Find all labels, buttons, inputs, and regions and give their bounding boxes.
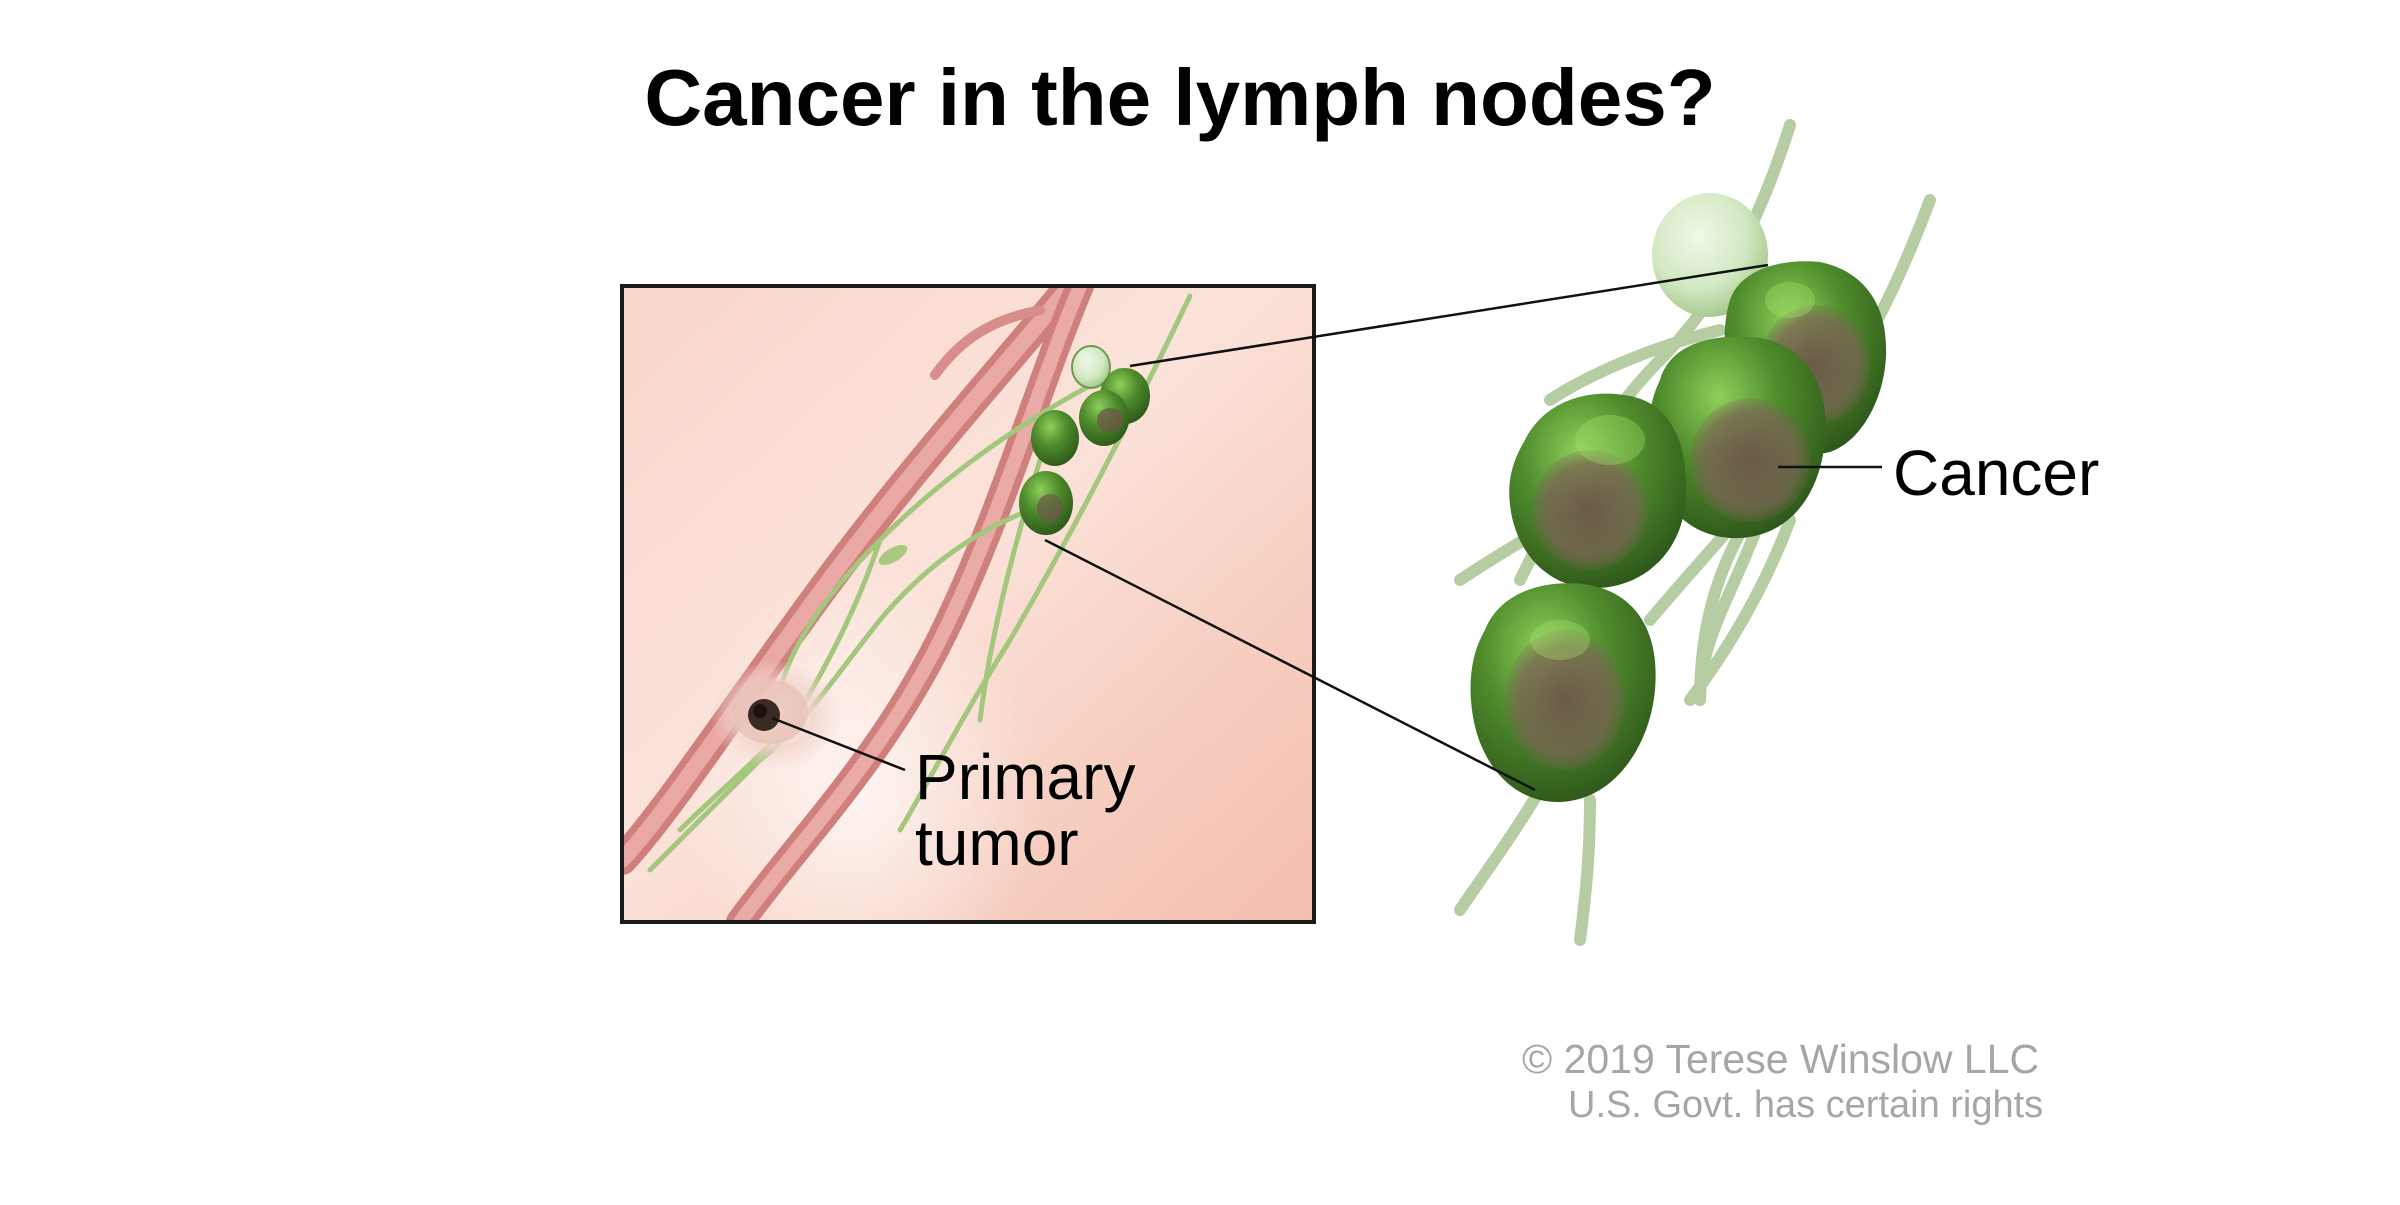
blood-vessels	[622, 286, 1094, 922]
cancer-label: Cancer	[1893, 437, 2100, 509]
primary-tumor-label: Primary tumor	[915, 744, 1135, 876]
primary-tumor	[710, 660, 840, 770]
inset-lymph-nodes	[1019, 345, 1150, 535]
cancerous-node-4	[1470, 583, 1656, 803]
primary-tumor-label-line2: tumor	[915, 807, 1079, 879]
page-title: Cancer in the lymph nodes?	[644, 53, 1716, 142]
copyright-line1: © 2019 Terese Winslow LLC	[1522, 1036, 2040, 1082]
callout-lines	[771, 263, 1882, 792]
cancerous-node-2	[1648, 336, 1826, 539]
cancerous-node-3	[1509, 393, 1686, 589]
inset-frame	[620, 284, 1316, 924]
primary-tumor-label-line1: Primary	[915, 741, 1136, 813]
inset-panel	[620, 284, 1316, 924]
copyright-line2: U.S. Govt. has certain rights	[1568, 1084, 2044, 1126]
enlarged-lymph-nodes	[1454, 119, 1936, 946]
copyright-notice: © 2019 Terese Winslow LLC U.S. Govt. has…	[1522, 1036, 2043, 1128]
